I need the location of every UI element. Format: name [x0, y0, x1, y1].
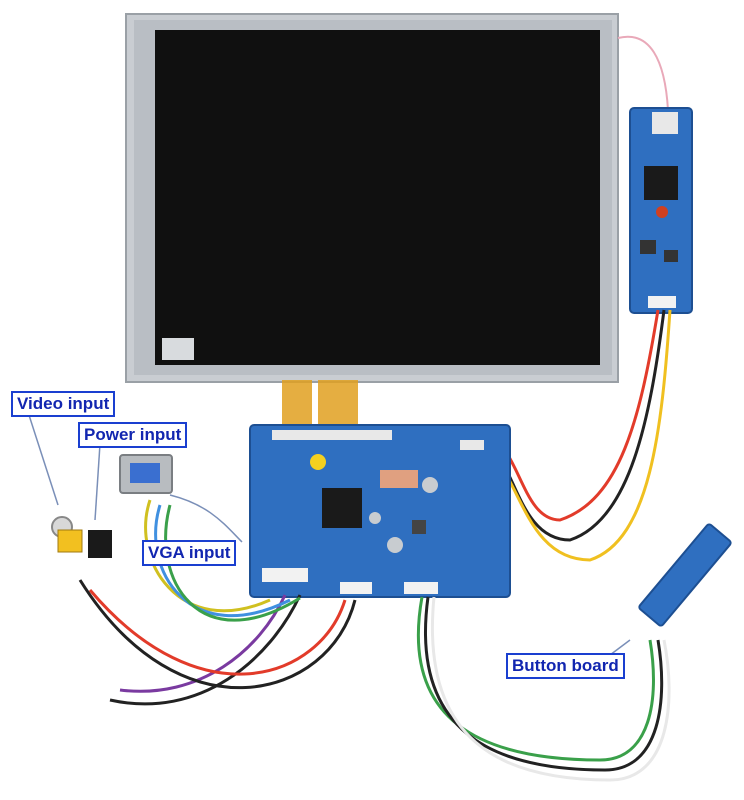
button-board-label: Button board — [506, 653, 625, 679]
button-board — [638, 523, 732, 627]
callout-lines — [27, 411, 631, 656]
vga-input-label: VGA input — [142, 540, 237, 566]
lcd-screen — [155, 30, 600, 365]
input-harness — [78, 499, 357, 706]
rca-video-connector — [51, 516, 83, 553]
inverter-board — [617, 35, 693, 314]
lcd-panel — [125, 13, 619, 383]
power-connector — [88, 530, 112, 558]
controller-board — [249, 424, 511, 598]
power-input-label: Power input — [78, 422, 188, 448]
vga-connector — [119, 454, 173, 494]
video-input-label: Video input — [11, 391, 116, 417]
flex-cables — [282, 380, 358, 430]
button-cable — [416, 596, 671, 782]
